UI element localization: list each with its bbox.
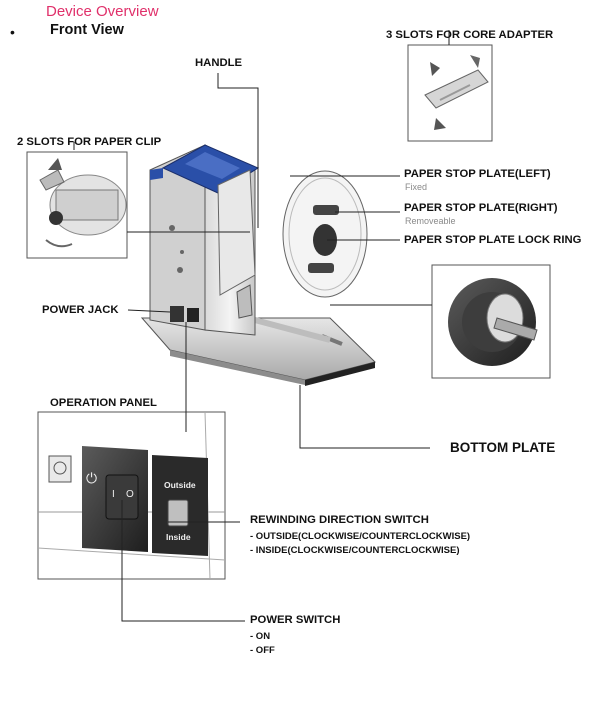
leader-lines — [73, 30, 450, 622]
stop-plate-left-sub: Fixed — [405, 182, 428, 192]
switch-inside-label: Inside — [166, 532, 191, 542]
core-adapter-label: 3 SLOTS FOR CORE ADAPTER — [386, 29, 554, 41]
bullet: • — [10, 24, 15, 40]
operation-panel-label: OPERATION PANEL — [50, 397, 157, 409]
power-jack-label: POWER JACK — [42, 304, 119, 316]
power-off-symbol: O — [126, 489, 134, 500]
core-adapter-inset — [407, 44, 493, 142]
paper-clip-inset — [26, 151, 128, 259]
power-on-symbol: I — [112, 489, 115, 500]
power-symbol-icon: ⏻ — [86, 470, 98, 486]
stop-plate-left-label: PAPER STOP PLATE(LEFT) — [404, 168, 551, 180]
rewind-item-inside: - INSIDE(CLOCKWISE/COUNTERCLOCKWISE) — [250, 545, 460, 556]
power-switch-label: POWER SWITCH — [250, 614, 341, 626]
stop-plate-right-sub: Removeable — [405, 216, 456, 226]
main-device — [140, 144, 376, 386]
lock-ring-label: PAPER STOP PLATE LOCK RING — [404, 234, 582, 246]
stop-plate-right-label: PAPER STOP PLATE(RIGHT) — [404, 202, 558, 214]
rewind-item-outside: - OUTSIDE(CLOCKWISE/COUNTERCLOCKWISE) — [250, 531, 471, 542]
power-item-on: - ON — [250, 631, 271, 642]
switch-outside-label: Outside — [164, 480, 196, 490]
power-item-off: - OFF — [250, 645, 275, 656]
section-title: Device Overview — [46, 3, 159, 20]
operation-panel-inset — [37, 411, 226, 580]
rewind-switch-label: REWINDING DIRECTION SWITCH — [250, 514, 429, 526]
bottom-plate-label: BOTTOM PLATE — [450, 440, 556, 455]
handle-label: HANDLE — [195, 57, 243, 69]
lock-ring-inset — [431, 264, 551, 379]
view-title: Front View — [50, 22, 124, 38]
paper-clip-label: 2 SLOTS FOR PAPER CLIP — [17, 136, 162, 148]
